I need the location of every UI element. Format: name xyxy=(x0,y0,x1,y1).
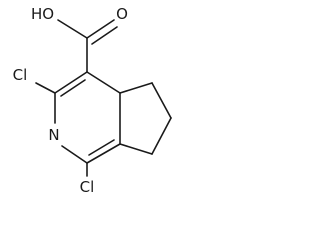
bond-carboxyl-hydroxyl xyxy=(57,19,88,39)
bond-c4-c3-outer xyxy=(54,71,88,94)
molecule-diagram: HO O Cl N Cl xyxy=(13,5,172,196)
bond-carbonyl-outer xyxy=(86,19,115,39)
bond-c1-c7a-outer xyxy=(86,143,121,164)
bond-c7-c7a xyxy=(119,143,153,155)
carbonyl-oxygen-label: O xyxy=(116,5,128,23)
hydroxyl-label: HO xyxy=(31,5,54,23)
structure-canvas: HO O Cl N Cl xyxy=(0,0,184,198)
bond-carbonyl-inner xyxy=(91,26,118,45)
bond-c4-c3-inner xyxy=(60,79,86,97)
bond-n2-c1 xyxy=(61,145,88,164)
bond-c6-c7 xyxy=(151,117,172,155)
bond-c1-c7a-inner xyxy=(88,139,115,156)
bond-c4a-c5 xyxy=(119,82,153,94)
bond-c4a-c4 xyxy=(86,71,121,94)
bond-c5-c6 xyxy=(151,82,172,119)
ring-nitrogen-label: N xyxy=(48,126,59,144)
chlorine-bottom-label: Cl xyxy=(80,178,95,196)
bond-c3-cl xyxy=(35,82,56,94)
chlorine-top-label: Cl xyxy=(13,66,28,84)
